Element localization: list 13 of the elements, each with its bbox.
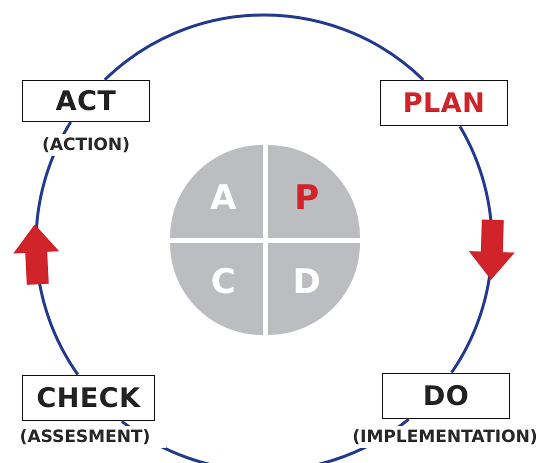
stage-label: PLAN [402,88,486,118]
stage-box [382,373,510,419]
stage-label: CHECK [36,382,141,414]
quadrant-letter: D [292,262,321,302]
quadrant-letter: P [294,178,320,218]
stage-box [22,375,155,421]
quadrant-letter: C [210,262,236,302]
quadrant-letter: A [210,178,236,218]
cycle-line [104,14,424,82]
stage-label: ACT [56,86,116,116]
stage-box [380,80,508,126]
stage-box [22,80,150,122]
stage-label: DO [422,380,470,412]
